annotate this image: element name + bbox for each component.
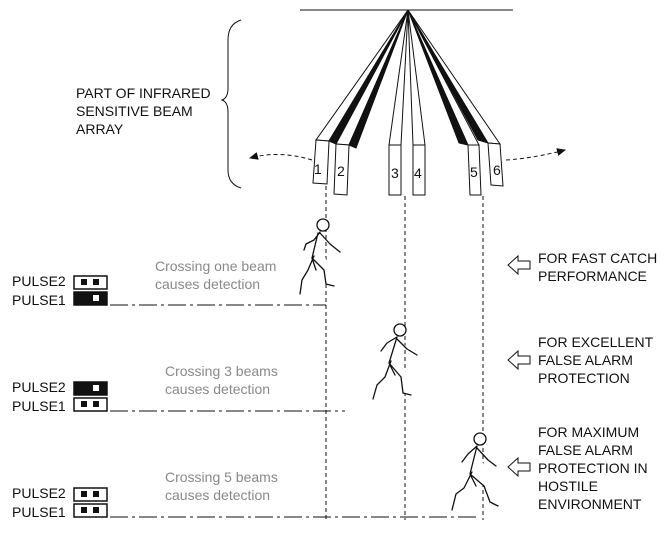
- row-note: FOR FAST CATCH PERFORMANCE: [538, 250, 661, 284]
- row-caption: Crossing 5 beams causes detection: [165, 469, 282, 503]
- pulse2-switch: [73, 381, 108, 396]
- pulse1-label: PULSE1: [12, 292, 66, 308]
- rotate-right-arrow: [505, 148, 566, 161]
- row-caption: Crossing one beam causes detection: [155, 258, 280, 292]
- row-3: PULSE2 PULSE1 Crossing 5 beams causes de…: [12, 424, 652, 520]
- beam-array-label: PART OF INFRARED SENSITIVE BEAM ARRAY: [76, 85, 214, 137]
- pulse2-label: PULSE2: [12, 485, 66, 501]
- left-arrow-icon: [507, 456, 531, 478]
- running-person-icon: [372, 323, 418, 400]
- left-arrow-icon: [507, 349, 531, 371]
- row-note: FOR MAXIMUM FALSE ALARM PROTECTION IN HO…: [538, 424, 652, 512]
- pulse2-label: PULSE2: [12, 379, 66, 395]
- rotate-left-arrow: [249, 152, 313, 161]
- beam-fan: [315, 9, 502, 149]
- beam-number: 3: [391, 165, 399, 181]
- pulse1-switch: [73, 503, 108, 518]
- beam-number: 6: [493, 162, 501, 178]
- pulse2-switch: [73, 275, 108, 290]
- pulse2-label: PULSE2: [12, 273, 66, 289]
- running-person-icon: [451, 432, 499, 511]
- beam-number: 2: [337, 163, 345, 179]
- row-2: PULSE2 PULSE1 Crossing 3 beams causes de…: [12, 323, 657, 414]
- beam-number: 5: [470, 164, 478, 180]
- row-1: PULSE2 PULSE1 Crossing one beam causes d…: [12, 218, 661, 308]
- pulse2-switch: [73, 487, 108, 502]
- running-person-icon: [299, 218, 341, 295]
- beam-tiles: [312, 139, 504, 196]
- beam-number: 4: [414, 165, 422, 181]
- brace: [220, 19, 242, 189]
- pulse1-switch: [73, 291, 108, 306]
- left-arrow-icon: [507, 254, 531, 276]
- pulse1-label: PULSE1: [12, 398, 66, 414]
- beam-number: 1: [314, 161, 322, 177]
- pulse1-switch: [73, 397, 108, 412]
- row-caption: Crossing 3 beams causes detection: [165, 363, 282, 397]
- row-note: FOR EXCELLENT FALSE ALARM PROTECTION: [538, 334, 657, 386]
- pulse1-label: PULSE1: [12, 504, 66, 520]
